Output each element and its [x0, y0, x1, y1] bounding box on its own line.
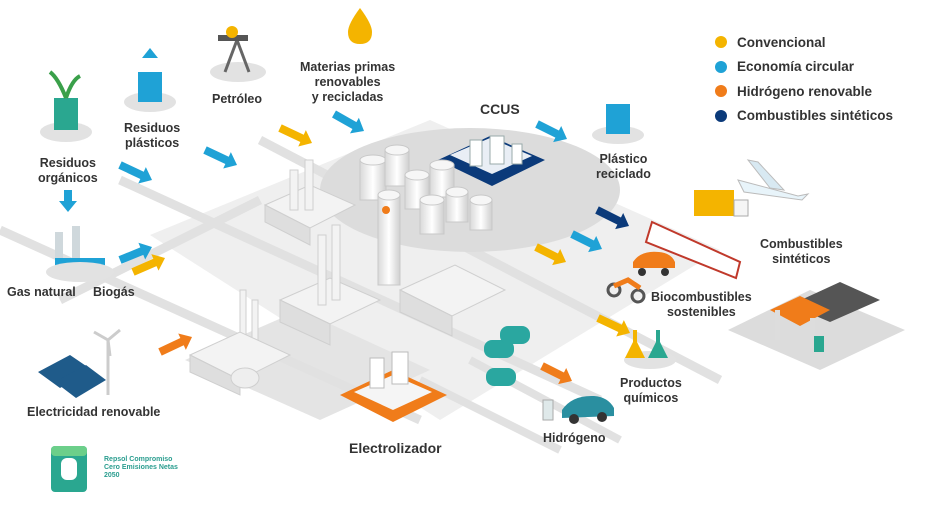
flow-arrow-convencional: [278, 124, 312, 147]
legend-dot-icon: [715, 109, 727, 122]
legend-item-convencional: Convencional: [715, 30, 893, 55]
label-petroleo: Petróleo: [212, 92, 263, 106]
label-hidrogeno: Hidrógeno: [543, 431, 606, 445]
hydrogen-tanks: [484, 326, 554, 421]
flow-arrows: [59, 110, 630, 385]
label-biogas: Biogás: [93, 285, 135, 299]
label-electricidad-renovable: Electricidad renovable: [27, 405, 161, 419]
legend-item-combustibles-sinteticos: Combustibles sintéticos: [715, 104, 893, 129]
label-plastico-reciclado: Plástico reciclado: [596, 152, 651, 181]
flow-arrow-sinteticos: [595, 206, 629, 230]
source-icons: [38, 8, 676, 398]
repsol-logo-mark: [51, 446, 87, 492]
flow-arrow-hidrogeno: [158, 333, 192, 356]
flow-arrow-circular: [332, 110, 364, 134]
product-icons: [606, 159, 905, 370]
flow-arrow-convencional: [534, 243, 566, 266]
label-electrolizador: Electrolizador: [349, 440, 442, 456]
refinery-units: [188, 159, 507, 396]
ccus-unit: [438, 135, 545, 186]
flow-arrow-hidrogeno: [540, 362, 572, 385]
flow-arrow-circular: [570, 230, 602, 253]
flow-arrow-circular: [118, 161, 152, 184]
hydrogen-car: [562, 395, 614, 424]
label-productos-quimicos: Productos químicos: [620, 376, 682, 405]
label-biocombustibles-sostenibles: Biocombustibles sostenibles: [651, 290, 752, 319]
storage-tanks: [359, 144, 493, 286]
label-combustibles-sinteticos: Combustibles sintéticos: [760, 237, 843, 266]
label-residuos-organicos: Residuos orgánicos: [38, 156, 98, 185]
label-residuos-plasticos: Residuos plásticos: [124, 121, 181, 150]
legend-dot-icon: [715, 85, 727, 98]
flow-arrow-convencional: [131, 254, 165, 276]
label-materias-primas: Materias primas renovables y recicladas: [300, 60, 396, 104]
flow-arrow-convencional: [596, 314, 630, 337]
flow-arrow-circular: [59, 190, 77, 212]
brand-text: Repsol Compromiso Cero Emisiones Netas 2…: [104, 456, 178, 479]
legend-dot-icon: [715, 60, 727, 73]
electrolyzer-unit: [340, 351, 447, 422]
legend-dot-icon: [715, 36, 727, 49]
legend: Convencional Economía circular Hidrógeno…: [715, 30, 893, 128]
label-gas-natural: Gas natural: [7, 285, 76, 299]
flow-arrow-circular: [203, 146, 237, 169]
flow-arrow-circular: [535, 120, 567, 143]
label-ccus: CCUS: [480, 101, 520, 117]
legend-item-hidrogeno-renovable: Hidrógeno renovable: [715, 79, 893, 104]
legend-item-economia-circular: Economía circular: [715, 55, 893, 80]
flow-arrow-circular: [118, 242, 152, 264]
